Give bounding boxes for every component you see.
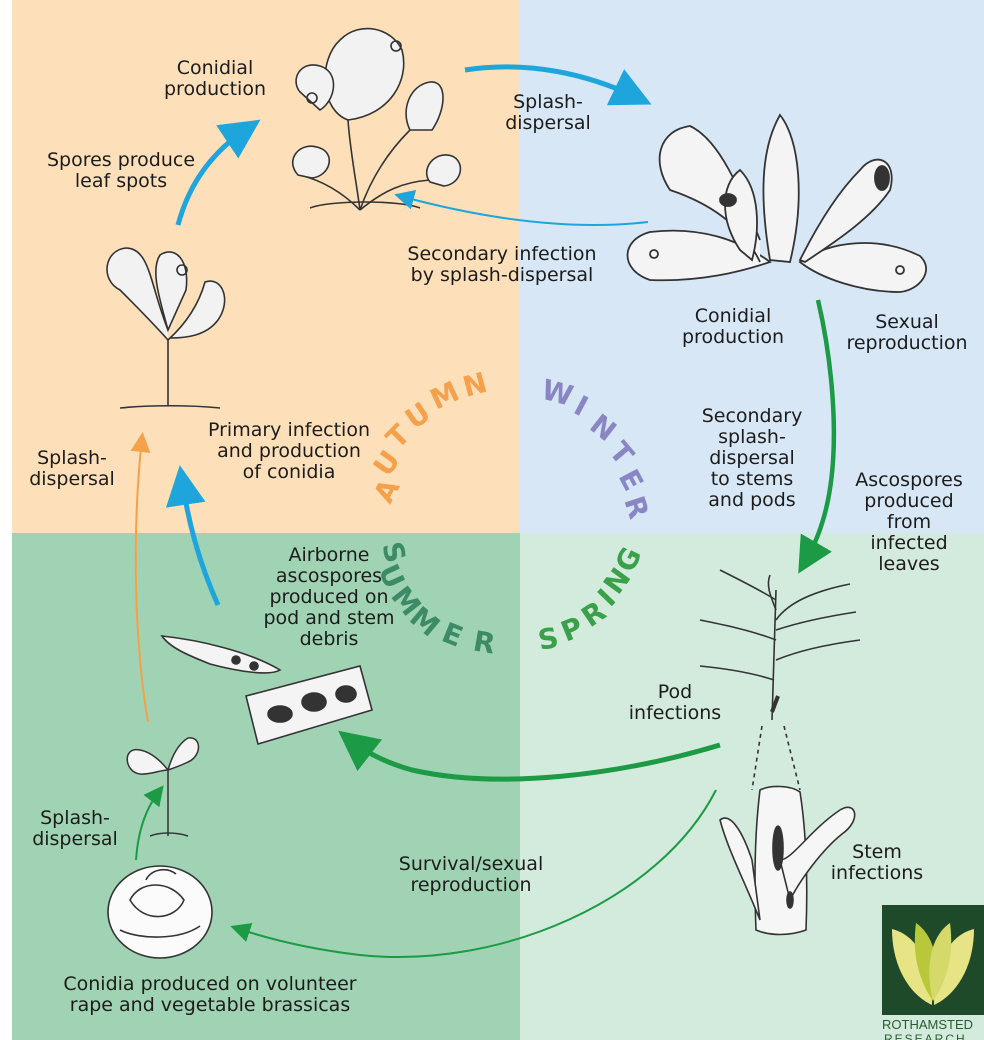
label-airborne-ascospores: Airborne ascospores produced on pod and …	[254, 545, 404, 650]
label-splash-dispersal-bottom: Splash- dispersal	[20, 808, 130, 850]
label-ascospores-infected-leaves: Ascospores produced from infected leaves	[834, 470, 984, 575]
label-survival-sexual: Survival/sexual reproduction	[376, 854, 566, 896]
logo-emblem	[882, 905, 984, 1015]
season-autumn-6: N	[459, 365, 492, 403]
label-pod-infections: Pod infections	[620, 682, 730, 724]
small-seedling-illustration	[127, 738, 198, 836]
arrow-pod-stem-to-debris	[350, 740, 720, 779]
seedling-primary-infection-illustration	[107, 248, 225, 408]
arrow-splash-dispersal-left	[136, 438, 148, 722]
pod-debris-illustration	[162, 636, 372, 744]
logo-name: ROTHAMSTED	[882, 1017, 973, 1032]
season-winter-1: W	[538, 373, 578, 413]
logo-subtitle: RESEARCH	[884, 1032, 967, 1040]
volunteer-brassica-illustration	[108, 866, 212, 958]
label-spores-leaf-spots: Spores produce leaf spots	[24, 150, 218, 192]
label-primary-infection: Primary infection and production of coni…	[184, 420, 394, 483]
label-secondary-infection: Secondary infection by splash-dispersal	[382, 244, 622, 286]
arrow-airborne-ascospores	[182, 480, 218, 605]
label-sexual-reproduction: Sexual reproduction	[830, 312, 984, 354]
arrow-splash-dispersal-bottom	[136, 790, 160, 860]
winter-plant-illustration	[628, 115, 927, 292]
label-splash-dispersal-left: Splash- dispersal	[22, 448, 122, 490]
rothamsted-logo: ROTHAMSTED RESEARCH	[882, 905, 984, 1040]
label-secondary-splash-stems: Secondary splash- dispersal to stems and…	[692, 406, 812, 511]
label-splash-dispersal-top: Splash- dispersal	[488, 92, 608, 134]
season-summer-6: R	[471, 624, 500, 661]
season-autumn-5: M	[425, 374, 466, 417]
label-conidial-production-right: Conidial production	[668, 306, 798, 348]
arrow-secondary-infection	[400, 196, 648, 225]
label-conidial-production-top: Conidial production	[150, 58, 280, 100]
label-conidia-volunteer: Conidia produced on volunteer rape and v…	[20, 974, 400, 1016]
label-stem-infections: Stem infections	[812, 842, 942, 884]
seedling-conidial-illustration	[293, 29, 461, 210]
